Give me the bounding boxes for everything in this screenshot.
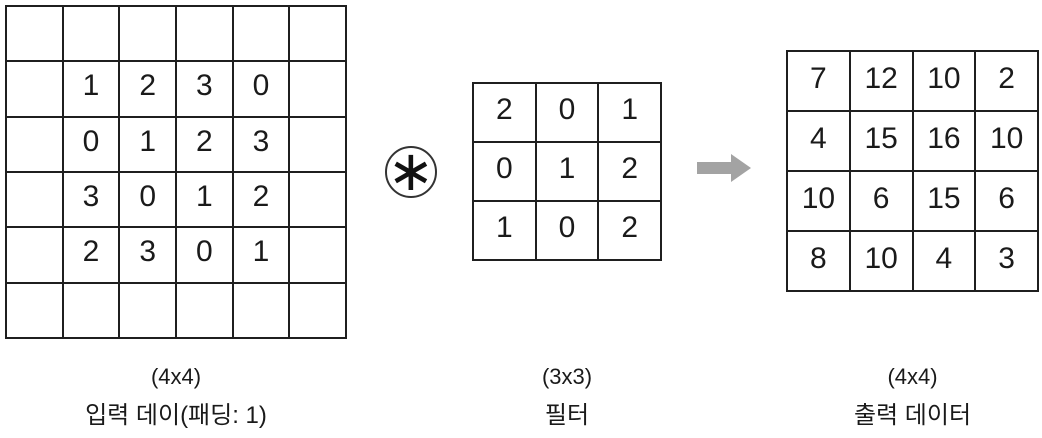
input-grid-cell: 1: [177, 172, 232, 227]
filter-grid-cell: 0: [536, 84, 598, 141]
output-grid-cell: 15: [913, 172, 975, 230]
input-grid-cell: [7, 62, 62, 116]
input-grid-cell: [120, 283, 175, 337]
input-grid-cell: [7, 228, 62, 282]
input-grid-cell: [233, 283, 289, 337]
input-grid-cell: 3: [120, 228, 175, 282]
filter-caption: 필터: [544, 402, 590, 429]
output-grid-cell: 4: [913, 232, 975, 290]
output-grid-cell: 10: [913, 52, 975, 110]
input-grid-cell: [7, 7, 62, 61]
input-grid-cell: 3: [63, 172, 119, 227]
filter-grid-cell: 0: [474, 143, 535, 200]
input-grid-cell: [290, 62, 345, 116]
output-grid-cell: 12: [850, 52, 912, 110]
input-grid-cell: 2: [120, 62, 175, 116]
output-size-label: (4x4): [887, 364, 938, 389]
input-grid-cell: [177, 7, 232, 61]
filter-grid-cell: 0: [536, 202, 598, 259]
input-size-label: (4x4): [150, 364, 202, 389]
input-grid-cell: 3: [177, 62, 232, 116]
input-grid-cell: 3: [233, 117, 289, 171]
input-grid-cell: 2: [233, 172, 289, 227]
output-grid-cell: 6: [976, 172, 1037, 230]
output-grid-cell: 15: [850, 112, 912, 170]
arrow-right-icon: [697, 154, 751, 182]
input-grid-cell: 0: [120, 172, 175, 227]
output-grid-cell: 10: [976, 112, 1037, 170]
input-grid-cell: 0: [233, 62, 289, 116]
input-grid-cell: 1: [63, 62, 119, 116]
input-grid-cell: 1: [233, 228, 289, 282]
filter-grid-cell: 1: [474, 202, 535, 259]
input-grid-cell: 2: [63, 228, 119, 282]
output-grid-cell: 16: [913, 112, 975, 170]
input-grid-cell: 2: [177, 117, 232, 171]
convolution-operator: ∗: [385, 144, 437, 200]
output-grid-cell: 3: [976, 232, 1037, 290]
input-grid-cell: [7, 117, 62, 171]
input-grid-cell: [233, 7, 289, 61]
input-grid-cell: [177, 283, 232, 337]
input-grid-cell: 0: [63, 117, 119, 171]
filter-grid-cell: 2: [599, 202, 660, 259]
filter-grid-cell: 2: [599, 143, 660, 200]
output-grid-cell: 10: [788, 172, 849, 230]
input-grid-cell: [290, 7, 345, 61]
output-grid-cell: 2: [976, 52, 1037, 110]
output-caption: 출력 데이터: [853, 402, 972, 429]
input-grid-cell: [290, 228, 345, 282]
input-grid-cell: [290, 117, 345, 171]
output-grid-cell: 8: [788, 232, 849, 290]
input-grid-cell: [7, 283, 62, 337]
input-grid-cell: [290, 283, 345, 337]
input-grid-cell: [290, 172, 345, 227]
input-grid-cell: 0: [177, 228, 232, 282]
filter-size-label: (3x3): [541, 364, 593, 389]
input-grid-cell: [120, 7, 175, 61]
input-grid-cell: 1: [120, 117, 175, 171]
input-caption: 입력 데이(패딩: 1): [85, 402, 267, 429]
input-grid-cell: [63, 283, 119, 337]
output-grid-cell: 4: [788, 112, 849, 170]
filter-grid-cell: 2: [474, 84, 535, 141]
input-grid-cell: [63, 7, 119, 61]
input-grid-cell: [7, 172, 62, 227]
output-grid-cell: 7: [788, 52, 849, 110]
filter-grid-cell: 1: [536, 143, 598, 200]
output-grid-cell: 6: [850, 172, 912, 230]
output-grid-cell: 10: [850, 232, 912, 290]
filter-grid-cell: 1: [599, 84, 660, 141]
